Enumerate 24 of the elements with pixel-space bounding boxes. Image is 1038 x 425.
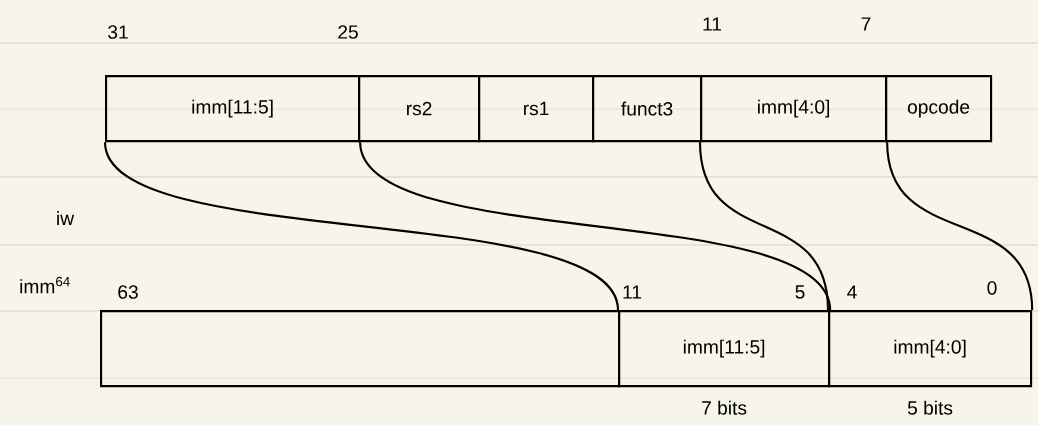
bit-label: 7 [861, 17, 871, 31]
empty-field-cell [100, 310, 621, 388]
bit-label: 25 [338, 25, 358, 39]
field-cell: rs1 [478, 75, 595, 143]
bit-mapping-line [359, 141, 832, 311]
field-cell: rs2 [358, 75, 481, 143]
bit-mapping-line [104, 141, 619, 311]
bit-label: 11 [623, 285, 642, 299]
bit-label: iw [57, 211, 75, 225]
bit-mapping-line [698, 142, 830, 311]
field-cell: imm[11:5] [105, 75, 361, 143]
field-cell: opcode [885, 75, 993, 143]
field-cell: funct3 [592, 75, 703, 143]
bit-mapping-line [886, 142, 1034, 311]
bit-label: 31 [108, 25, 128, 39]
bit-label: imm$^{64}$ [20, 276, 70, 294]
field-cell: imm[4:0] [828, 310, 1033, 388]
bit-count: 5 bits [907, 400, 953, 415]
bit-count: 7 bits [702, 400, 747, 415]
bit-label: 11 [703, 17, 722, 31]
bit-label: 4 [847, 285, 857, 299]
field-cell: imm[11:5] [618, 310, 831, 388]
field-cell: imm[4:0] [700, 75, 888, 143]
bit-label: 5 [795, 285, 805, 299]
